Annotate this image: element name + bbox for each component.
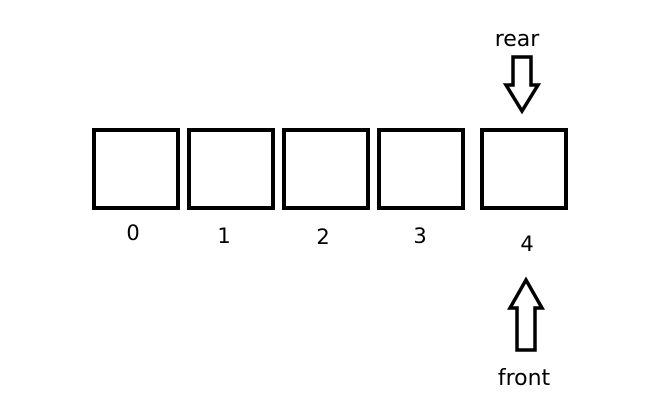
array-cell-4 <box>480 128 568 210</box>
rear-label: rear <box>494 27 540 52</box>
front-arrow-icon <box>506 276 546 352</box>
front-label: front <box>497 366 551 391</box>
array-cell-1 <box>187 128 275 210</box>
index-label-4: 4 <box>520 232 534 256</box>
index-label-3: 3 <box>413 224 427 248</box>
index-label-2: 2 <box>316 225 330 249</box>
array-cell-0 <box>92 128 180 210</box>
rear-arrow-icon <box>502 55 542 115</box>
array-cell-2 <box>282 128 370 210</box>
index-label-0: 0 <box>126 221 140 245</box>
index-label-1: 1 <box>217 224 231 248</box>
array-cell-3 <box>377 128 465 210</box>
